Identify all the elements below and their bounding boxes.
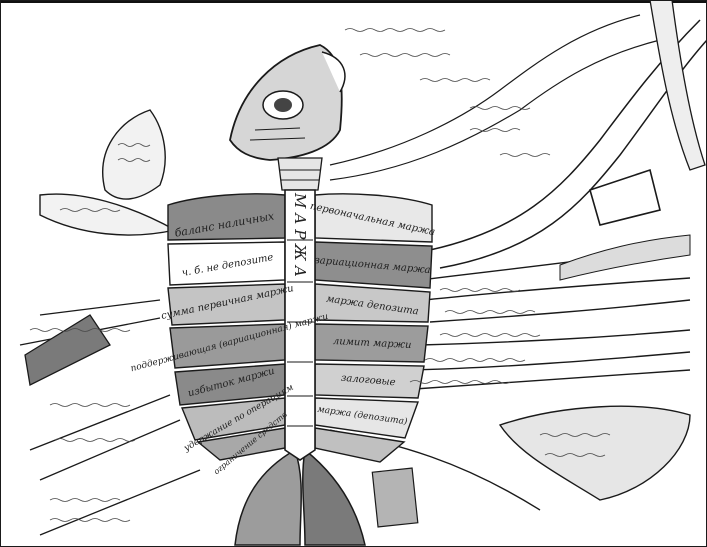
bottom-shaded-box	[372, 468, 418, 527]
fish-neck	[278, 158, 322, 190]
spine-text-top: М А Р Ж А	[291, 192, 309, 277]
left-leaf	[40, 110, 175, 235]
tail-fins	[235, 450, 365, 545]
spine-label: М А Р Ж А	[291, 192, 309, 277]
bottom-right-leaf	[500, 406, 690, 500]
left-dark-box	[25, 315, 110, 385]
far-right-ribbon	[650, 0, 705, 170]
fish-head	[230, 45, 345, 160]
